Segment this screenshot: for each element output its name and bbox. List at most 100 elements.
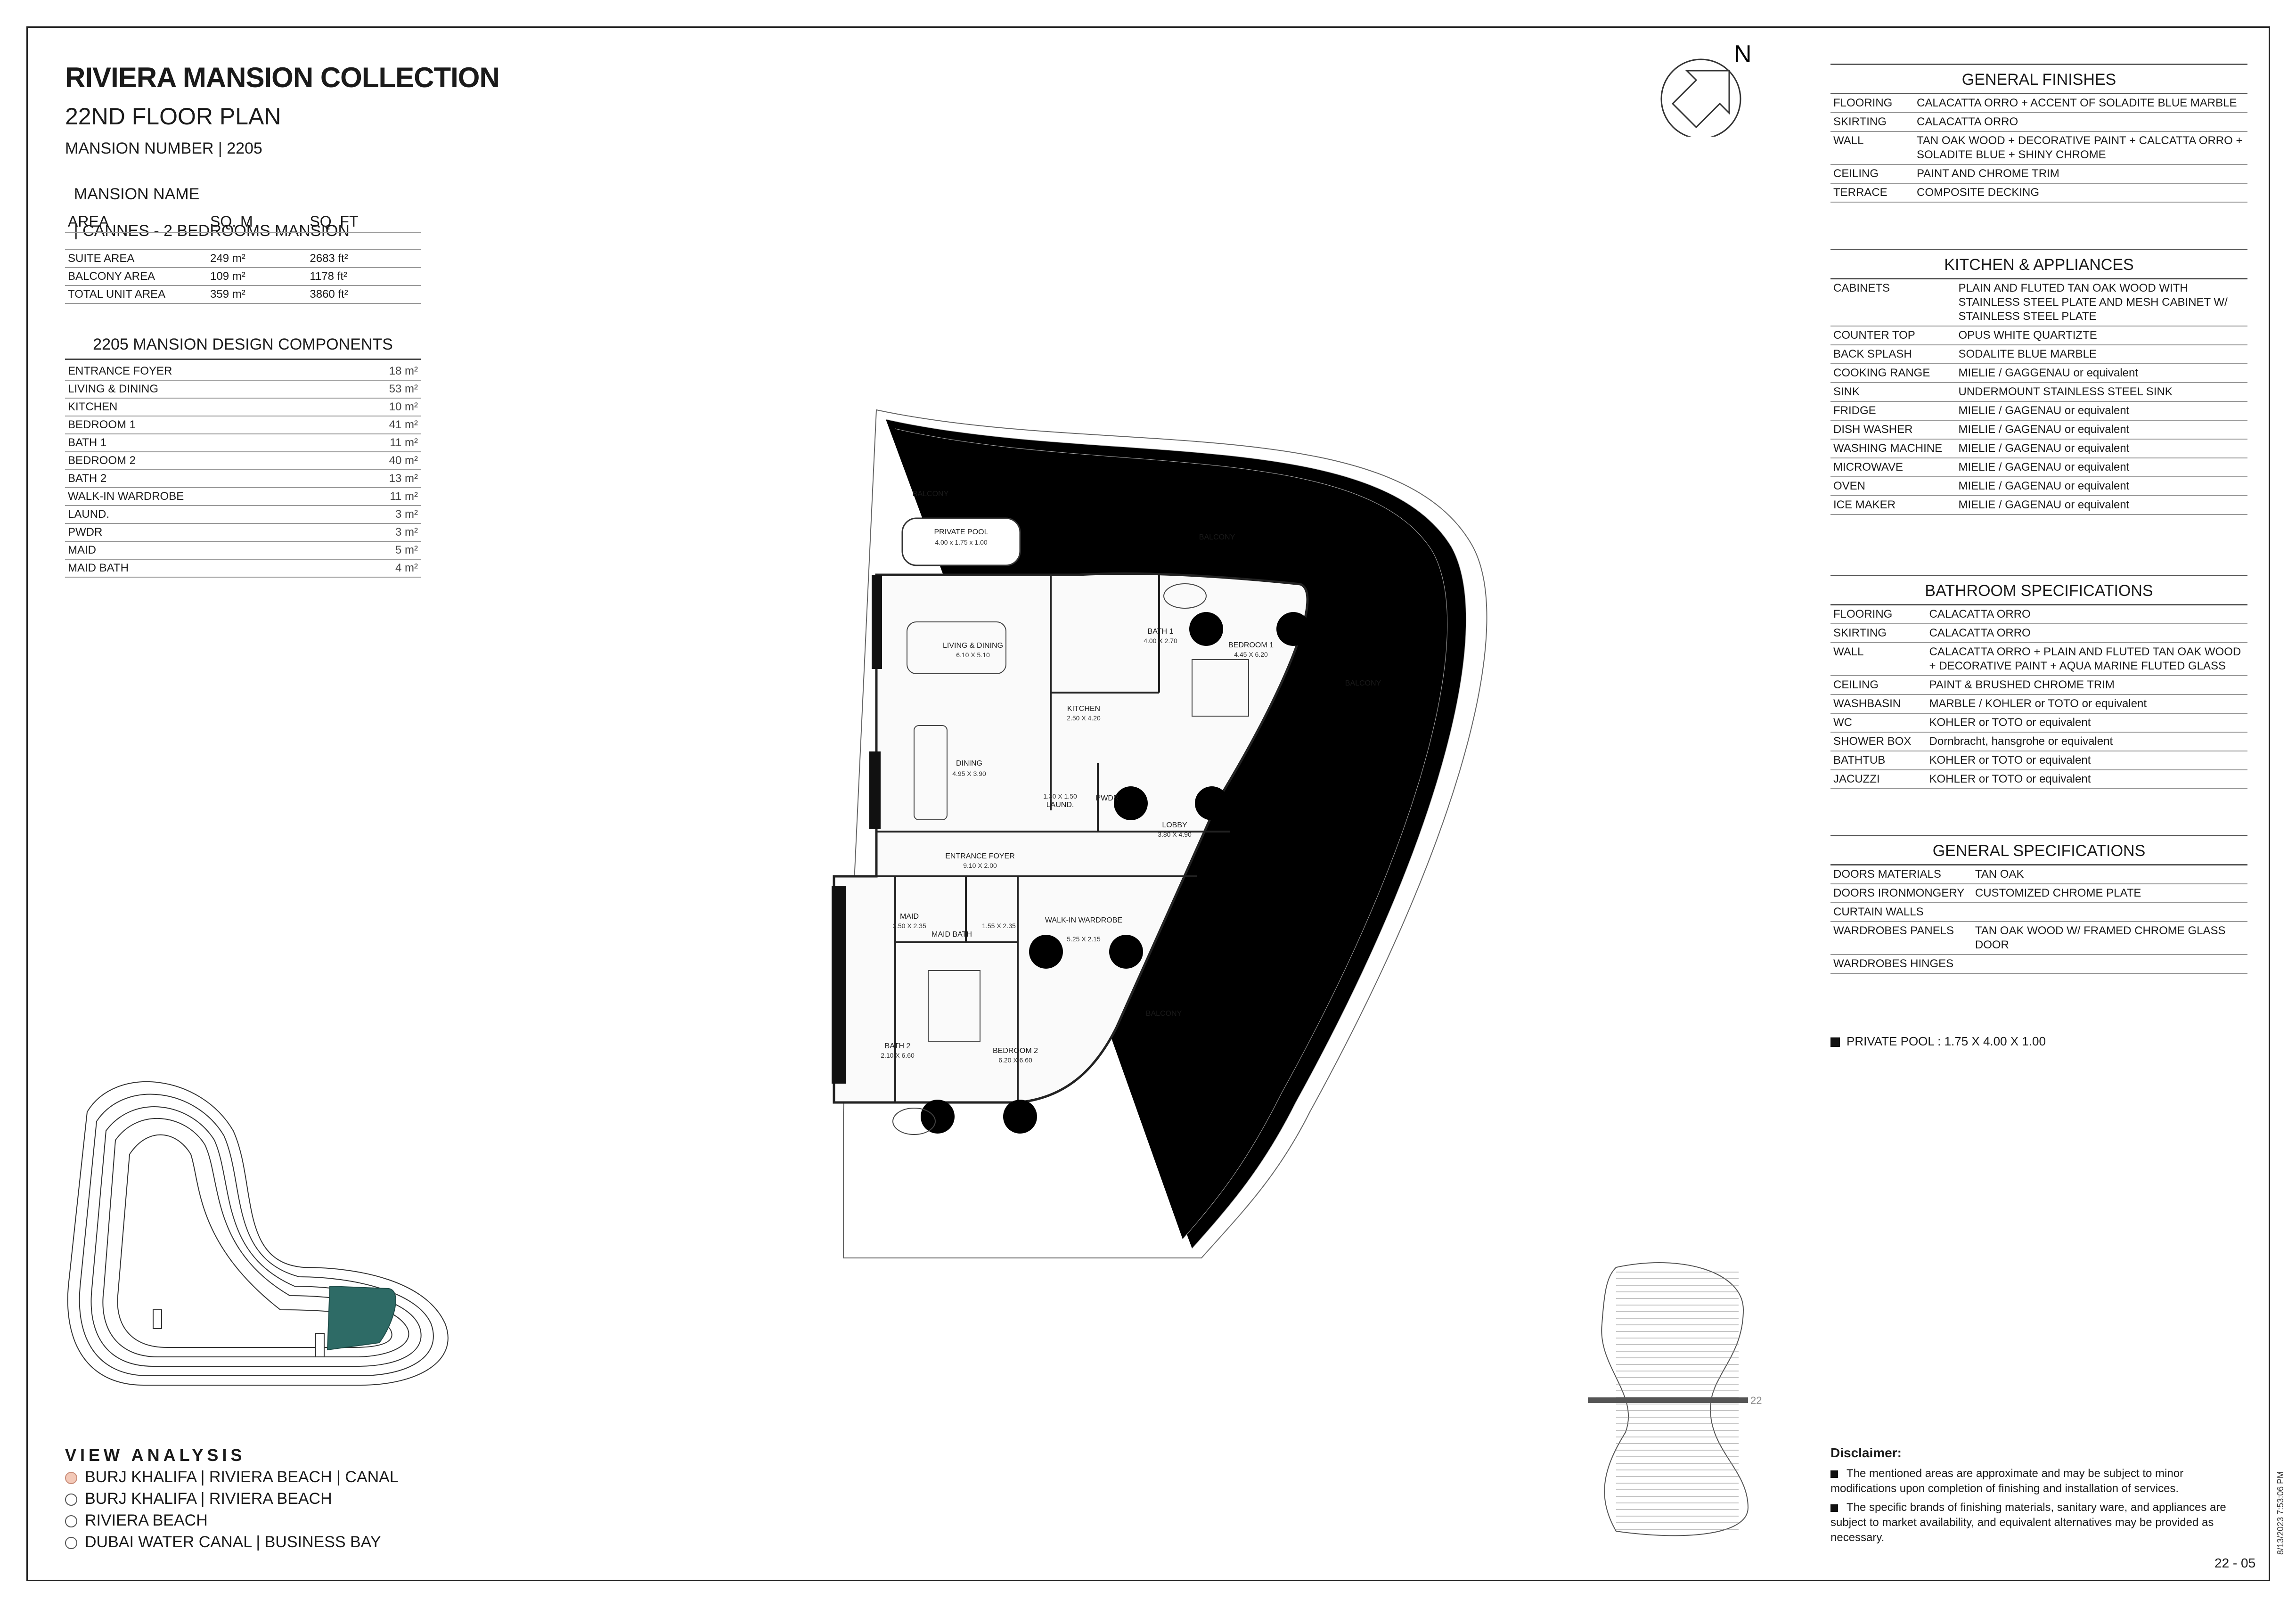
balcony-label-2: BALCONY	[1199, 533, 1235, 541]
pwdr-label: PWDR	[1095, 794, 1119, 802]
view-option-2: BURJ KHALIFA | RIVIERA BEACH	[65, 1490, 332, 1508]
row-value: UNDERMOUNT STAINLESS STEEL SINK	[1955, 383, 2247, 402]
bullet-square-icon	[1830, 1037, 1840, 1047]
row-value: MIELIE / GAGENAU or equivalent	[1955, 439, 2247, 458]
row-value: 3 m²	[342, 506, 421, 524]
row-label: JACUZZI	[1830, 770, 1927, 789]
disclaimer-item-2: The specific brands of finishing materia…	[1830, 1501, 2226, 1544]
balcony-outline	[843, 409, 1487, 1258]
private-pool-dim: 4.00 x 1.75 x 1.00	[935, 539, 988, 546]
row-value: CUSTOMIZED CHROME PLATE	[1972, 884, 2247, 903]
date-stamp: 8/13/2023 7:53:06 PM	[2276, 1471, 2285, 1555]
radio-circle-icon	[65, 1537, 77, 1550]
general-specs-heading: GENERAL SPECIFICATIONS	[1830, 835, 2247, 865]
view-option-1: BURJ KHALIFA | RIVIERA BEACH | CANAL	[65, 1468, 399, 1486]
structural-columns	[921, 612, 1310, 1134]
area-header: AREA	[65, 211, 207, 233]
row-label: KITCHEN	[65, 398, 342, 416]
row-label: DOORS MATERIALS	[1830, 865, 1972, 884]
mansion-number: MANSION NUMBER | 2205	[65, 139, 262, 157]
row-label: DOORS IRONMONGERY	[1830, 884, 1972, 903]
row-value: KOHLER or TOTO or equivalent	[1926, 751, 2247, 770]
row-label: WALL	[1830, 643, 1927, 676]
row-label: MAID	[65, 541, 342, 560]
bedroom1-label: BEDROOM 1	[1228, 641, 1274, 649]
row-label: BATH 2	[65, 470, 342, 488]
kitchen-dim: 2.50 X 4.20	[1067, 714, 1101, 722]
row-label: LAUND.	[65, 506, 342, 524]
pool-note: PRIVATE POOL : 1.75 X 4.00 X 1.00	[1830, 1034, 2046, 1049]
radio-circle-icon	[65, 1472, 77, 1485]
row-label: WC	[1830, 713, 1927, 733]
foyer-dim: 9.10 X 2.00	[963, 862, 997, 869]
radio-circle-icon	[65, 1515, 77, 1528]
bath2-dim: 2.10 X 6.60	[881, 1052, 915, 1059]
key-plan	[67, 1081, 449, 1386]
unit-highlight	[327, 1285, 396, 1351]
row-value: TAN OAK	[1972, 865, 2247, 884]
row-label: SKIRTING	[1830, 624, 1927, 643]
row-value: 53 m²	[342, 380, 421, 399]
balcony-label-3: BALCONY	[1345, 679, 1381, 687]
row-label: WARDROBES PANELS	[1830, 922, 1972, 955]
row-value: 11 m²	[342, 434, 421, 452]
row-label: ICE MAKER	[1830, 496, 1956, 515]
row-label: OVEN	[1830, 477, 1956, 496]
row-label: MICROWAVE	[1830, 458, 1956, 477]
foyer-label: ENTRANCE FOYER	[945, 852, 1015, 860]
row-value: 3 m²	[342, 523, 421, 542]
row-value: SODALITE BLUE MARBLE	[1955, 345, 2247, 364]
bullet-square-icon	[1830, 1470, 1838, 1478]
row-value	[1972, 955, 2247, 974]
row-value: MARBLE / KOHLER or TOTO or equivalent	[1926, 694, 2247, 714]
row-label: CURTAIN WALLS	[1830, 903, 1972, 922]
row-label: COUNTER TOP	[1830, 326, 1956, 345]
north-label: N	[1734, 42, 1752, 68]
private-pool	[901, 517, 1021, 566]
row-label: FRIDGE	[1830, 401, 1956, 421]
row-value: CALACATTA ORRO + PLAIN AND FLUTED TAN OA…	[1926, 643, 2247, 676]
row-label: PWDR	[65, 523, 342, 542]
row-value: 41 m²	[342, 416, 421, 434]
area-table: AREA SQ. M SQ. FT SUITE AREA 249 m² 2683…	[65, 211, 421, 304]
view-option-4: DUBAI WATER CANAL | BUSINESS BAY	[65, 1533, 381, 1551]
row-label: CABINETS	[1830, 279, 1956, 326]
sqft-header: SQ. FT	[307, 211, 421, 233]
bathroom-heading: BATHROOM SPECIFICATIONS	[1830, 575, 2247, 605]
floor-marker-label: 22	[1750, 1395, 1762, 1406]
disclaimer-heading: Disclaimer:	[1830, 1445, 1902, 1460]
row-label: TERRACE	[1830, 183, 1914, 203]
row-value: 13 m²	[342, 470, 421, 488]
kitchen-label: KITCHEN	[1067, 705, 1101, 713]
row-value: PAINT & BRUSHED CHROME TRIM	[1926, 676, 2247, 695]
row-value	[1972, 903, 2247, 922]
disclaimer-item-1: The mentioned areas are approximate and …	[1830, 1467, 2184, 1495]
row-label: CEILING	[1830, 676, 1927, 695]
row-label: DISH WASHER	[1830, 420, 1956, 440]
radio-circle-icon	[65, 1494, 77, 1506]
kitchen-heading: KITCHEN & APPLIANCES	[1830, 249, 2247, 279]
maid-label: MAID	[900, 913, 919, 921]
row-value: CALACATTA ORRO	[1914, 113, 2247, 132]
table-row: BALCONY AREA 109 m² 1178 ft²	[65, 268, 421, 286]
table-row: LAUND.3 m²	[65, 506, 421, 524]
furniture	[892, 583, 1249, 1135]
